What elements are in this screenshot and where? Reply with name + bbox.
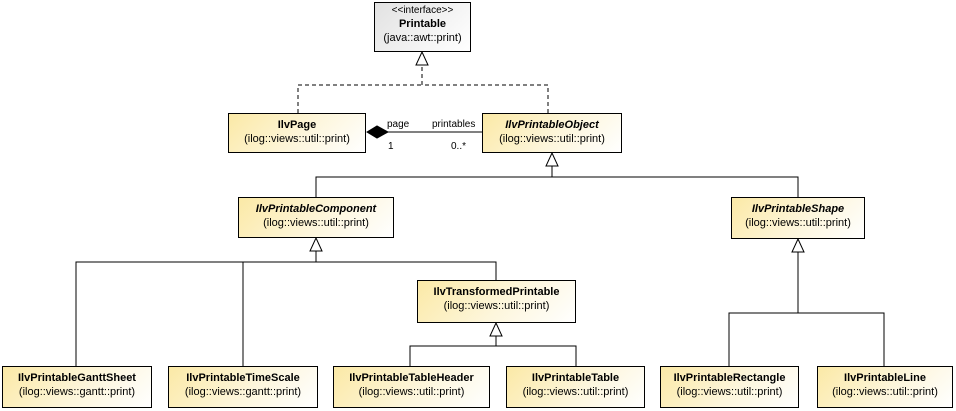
- ilv-printable-rectangle-class-box[interactable]: IlvPrintableRectangle (ilog::views::util…: [660, 366, 799, 408]
- class-name: IlvPage: [277, 119, 317, 131]
- association-multiplicity-printables: 0..*: [451, 141, 467, 152]
- ilv-printable-shape-class-box[interactable]: IlvPrintableShape (ilog::views::util::pr…: [731, 197, 865, 239]
- printable-interface-box[interactable]: <<interface>> Printable (java::awt::prin…: [374, 2, 471, 52]
- association-role-printables: printables: [432, 119, 476, 130]
- class-name: IlvPrintableRectangle: [673, 372, 786, 384]
- class-name: Printable: [398, 18, 447, 30]
- association-role-page: page: [387, 119, 410, 130]
- generalization-component-edge: [315, 176, 552, 197]
- generalization-object-arrowhead: [545, 151, 559, 167]
- generalization-line-edge: [797, 252, 885, 366]
- ilv-page-class-box[interactable]: IlvPage (ilog::views::util::print): [228, 113, 366, 153]
- realization-arrowhead: [415, 50, 429, 66]
- class-package: (ilog::views::util::print): [499, 133, 605, 145]
- ilv-printable-table-class-box[interactable]: IlvPrintableTable (ilog::views::util::pr…: [506, 366, 645, 408]
- ilv-printable-line-class-box[interactable]: IlvPrintableLine (ilog::views::util::pri…: [817, 366, 953, 408]
- class-name: IlvPrintableComponent: [255, 203, 377, 215]
- generalization-transformed-arrowhead: [489, 321, 503, 337]
- ilv-printable-time-scale-class-box[interactable]: IlvPrintableTimeScale (ilog::views::gant…: [168, 366, 318, 408]
- class-package: (ilog::views::util::print): [358, 386, 465, 398]
- class-name: IlvPrintableTableHeader: [349, 372, 474, 384]
- realization-page-edge: [297, 84, 422, 113]
- class-name: IlvPrintableShape: [751, 203, 845, 215]
- association-multiplicity-page: 1: [388, 141, 394, 152]
- generalization-table-edge: [495, 336, 577, 366]
- class-package: (ilog::views::util::print): [676, 386, 783, 398]
- generalization-component-arrowhead: [309, 236, 323, 252]
- composition-diamond: [366, 125, 390, 139]
- ilv-transformed-printable-class-box[interactable]: IlvTransformedPrintable (ilog::views::ut…: [417, 280, 576, 323]
- class-name: IlvPrintableGanttSheet: [18, 372, 136, 384]
- class-package: (ilog::views::util::print): [745, 217, 851, 229]
- class-package: (ilog::views::util::print): [244, 133, 350, 145]
- class-package: (ilog::views::util::print): [832, 386, 938, 398]
- interface-stereotype: <<interface>>: [391, 5, 454, 16]
- generalization-rectangle-edge: [728, 312, 798, 366]
- generalization-shape-arrowhead: [791, 237, 805, 253]
- class-name: IlvPrintableTimeScale: [186, 372, 300, 384]
- class-package: (ilog::views::util::print): [263, 217, 369, 229]
- generalization-gantt-sheet-edge: [75, 261, 316, 366]
- class-name: IlvPrintableObject: [505, 119, 599, 131]
- realization-printable-object-edge: [421, 65, 549, 113]
- class-name: IlvPrintableTable: [531, 372, 620, 384]
- generalization-shape-edge: [551, 166, 799, 197]
- ilv-printable-gantt-sheet-class-box[interactable]: IlvPrintableGanttSheet (ilog::views::gan…: [2, 366, 152, 408]
- ilv-printable-object-class-box[interactable]: IlvPrintableObject (ilog::views::util::p…: [482, 113, 622, 153]
- generalization-table-header-edge: [409, 345, 496, 366]
- class-name: IlvTransformedPrintable: [433, 286, 560, 298]
- class-name: IlvPrintableLine: [844, 372, 926, 384]
- class-package: (ilog::views::util::print): [522, 386, 629, 398]
- ilv-printable-component-class-box[interactable]: IlvPrintableComponent (ilog::views::util…: [238, 197, 394, 238]
- class-package: (ilog::views::gantt::print): [18, 386, 136, 398]
- generalization-transformed-edge: [315, 251, 497, 280]
- class-package: (java::awt::print): [383, 32, 462, 44]
- class-package: (ilog::views::util::print): [443, 300, 550, 312]
- class-package: (ilog::views::gantt::print): [184, 386, 302, 398]
- ilv-printable-table-header-class-box[interactable]: IlvPrintableTableHeader (ilog::views::ut…: [333, 366, 490, 408]
